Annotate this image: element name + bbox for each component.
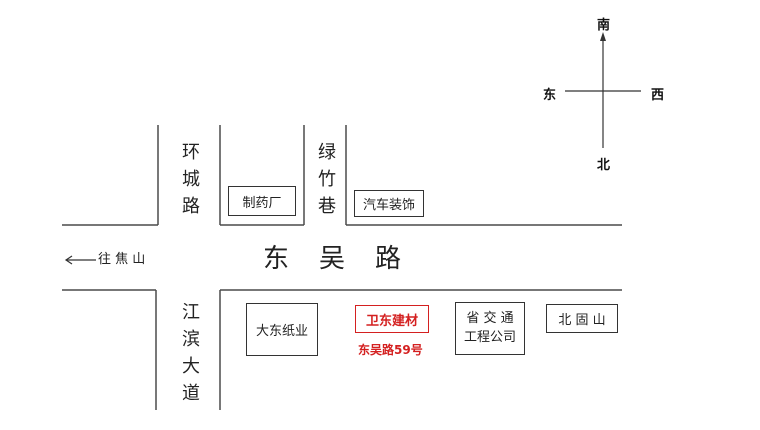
place-auto: 汽车装饰 xyxy=(354,190,424,217)
target-address: 东吴路59号 xyxy=(358,343,423,357)
place-auto-label: 汽车装饰 xyxy=(362,198,415,213)
road-label-lvzhu: 绿竹巷 xyxy=(315,142,336,223)
place-paper: 大东纸业 xyxy=(246,303,318,356)
road-direction-label: 往 焦 山 xyxy=(98,252,146,267)
compass-west-label: 东 xyxy=(543,88,557,103)
place-paper-label: 大东纸业 xyxy=(255,324,308,339)
place-transport-line2: 工程公司 xyxy=(463,329,516,345)
road-edges-lower xyxy=(62,289,622,410)
compass-south-label: 北 xyxy=(597,158,611,173)
place-pharma: 制药厂 xyxy=(228,186,296,216)
road-edges-upper xyxy=(62,125,622,226)
road-label-jiangbin: 江滨大道 xyxy=(179,302,200,410)
compass-cross-icon xyxy=(565,32,641,148)
main-road-label: 东 吴 路 xyxy=(263,244,404,274)
place-pharma-label: 制药厂 xyxy=(242,195,282,211)
place-transport: 省 交 通 工程公司 xyxy=(455,302,525,355)
place-beigushan: 北 固 山 xyxy=(546,304,618,333)
compass-north-label: 南 xyxy=(597,18,611,33)
compass-east-label: 西 xyxy=(651,88,665,103)
place-target-label: 卫东建材 xyxy=(365,313,418,329)
road-label-huancheng: 环城路 xyxy=(179,142,200,223)
place-target: 卫东建材 xyxy=(355,305,429,333)
arrow-left-icon xyxy=(64,255,96,265)
place-transport-line1: 省 交 通 xyxy=(466,310,514,326)
place-beigushan-label: 北 固 山 xyxy=(558,313,606,328)
